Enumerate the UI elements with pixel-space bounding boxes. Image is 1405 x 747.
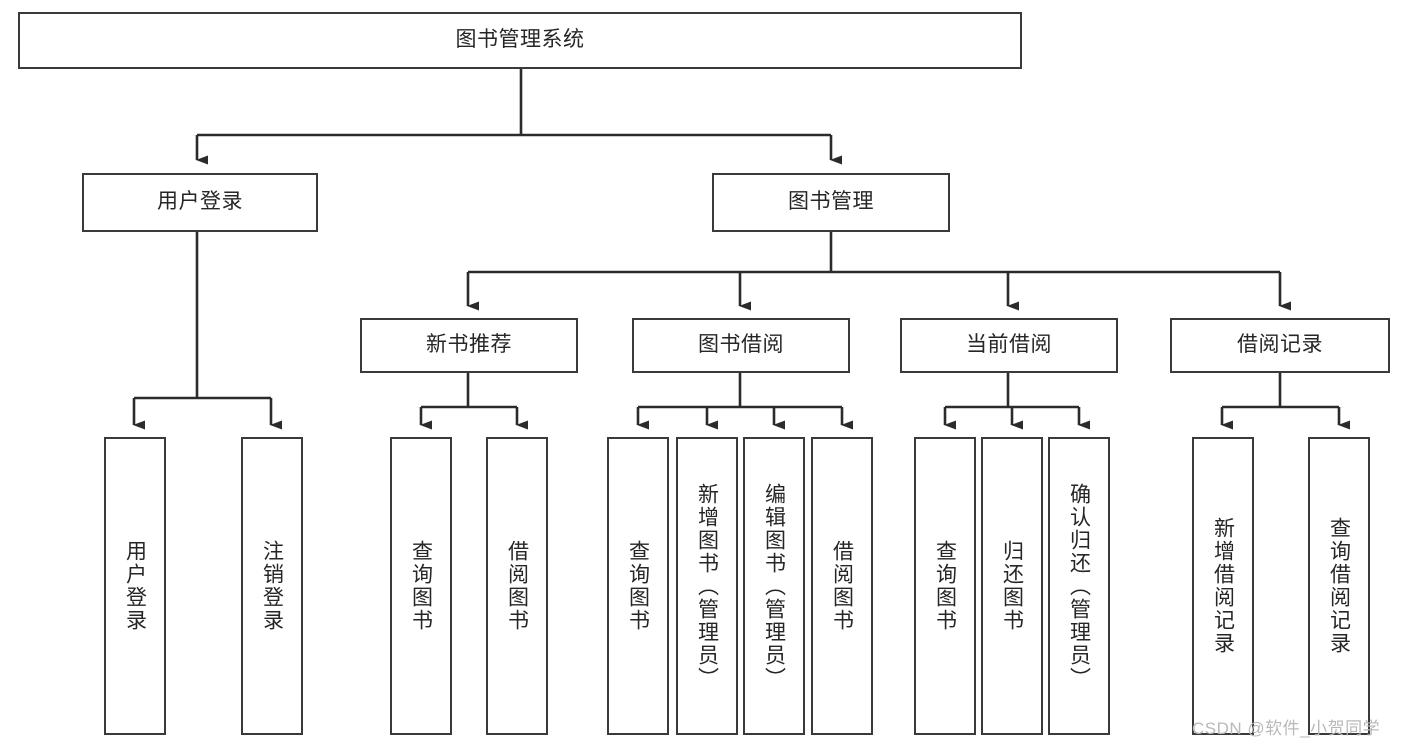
node-leaf-add-borrow-record[interactable]: 新增借阅记录 bbox=[1192, 437, 1254, 735]
node-label: 编辑图书（管理员） bbox=[762, 482, 786, 690]
node-leaf-edit-book-admin[interactable]: 编辑图书（管理员） bbox=[743, 437, 805, 735]
node-label: 用户登录 bbox=[123, 540, 147, 632]
node-label: 查询借阅记录 bbox=[1327, 517, 1351, 655]
node-label: 新增借阅记录 bbox=[1211, 517, 1235, 655]
node-leaf-query-book-current[interactable]: 查询图书 bbox=[914, 437, 976, 735]
node-leaf-confirm-return-admin[interactable]: 确认归还（管理员） bbox=[1048, 437, 1110, 735]
node-label: 借阅图书 bbox=[830, 540, 854, 632]
node-label: 图书管理系统 bbox=[455, 28, 585, 52]
node-leaf-query-book-recommend[interactable]: 查询图书 bbox=[390, 437, 452, 735]
node-label: 图书管理 bbox=[788, 190, 874, 214]
node-label: 查询图书 bbox=[409, 540, 433, 632]
node-label: 用户登录 bbox=[157, 190, 243, 214]
node-label: 归还图书 bbox=[1000, 540, 1024, 632]
node-label: 借阅图书 bbox=[505, 540, 529, 632]
node-label: 图书借阅 bbox=[698, 333, 784, 357]
node-new-book-recommend[interactable]: 新书推荐 bbox=[360, 318, 578, 373]
node-leaf-user-login[interactable]: 用户登录 bbox=[104, 437, 166, 735]
node-label: 查询图书 bbox=[626, 540, 650, 632]
node-current-borrow[interactable]: 当前借阅 bbox=[900, 318, 1118, 373]
node-borrow-record[interactable]: 借阅记录 bbox=[1170, 318, 1390, 373]
node-leaf-logout[interactable]: 注销登录 bbox=[241, 437, 303, 735]
node-leaf-query-borrow-record[interactable]: 查询借阅记录 bbox=[1308, 437, 1370, 735]
node-leaf-add-book-admin[interactable]: 新增图书（管理员） bbox=[676, 437, 738, 735]
node-leaf-query-book-borrow[interactable]: 查询图书 bbox=[607, 437, 669, 735]
node-book-borrow[interactable]: 图书借阅 bbox=[632, 318, 850, 373]
node-leaf-borrow-book-recommend[interactable]: 借阅图书 bbox=[486, 437, 548, 735]
node-book-management[interactable]: 图书管理 bbox=[712, 173, 950, 232]
node-label: 当前借阅 bbox=[966, 333, 1052, 357]
node-label: 确认归还（管理员） bbox=[1067, 482, 1091, 690]
node-root-book-management-system[interactable]: 图书管理系统 bbox=[18, 12, 1022, 69]
node-label: 查询图书 bbox=[933, 540, 957, 632]
node-label: 新增图书（管理员） bbox=[695, 482, 719, 690]
node-leaf-borrow-book[interactable]: 借阅图书 bbox=[811, 437, 873, 735]
node-label: 新书推荐 bbox=[426, 333, 512, 357]
node-label: 借阅记录 bbox=[1237, 333, 1323, 357]
node-label: 注销登录 bbox=[260, 540, 284, 632]
node-leaf-return-book[interactable]: 归还图书 bbox=[981, 437, 1043, 735]
node-user-login[interactable]: 用户登录 bbox=[82, 173, 318, 232]
